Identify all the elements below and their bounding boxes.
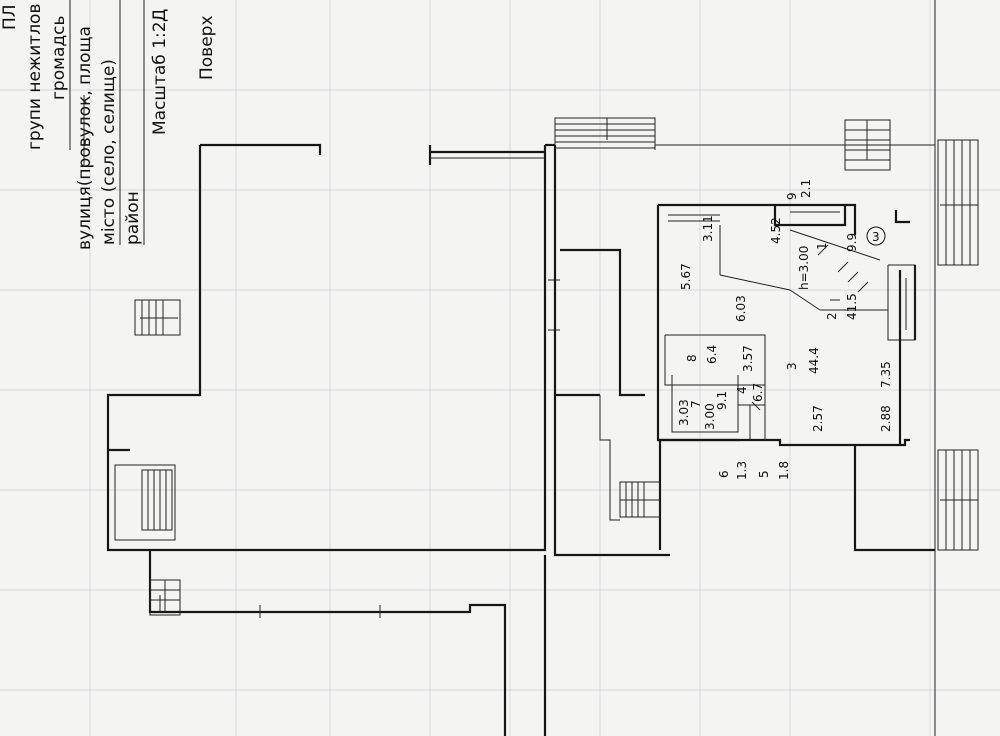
city-label: місто (село, селище) bbox=[99, 59, 119, 245]
floor-label: Поверх bbox=[197, 15, 217, 80]
district-value: Д bbox=[150, 9, 170, 22]
stairs bbox=[114, 117, 979, 616]
dim-label: 7.35 bbox=[879, 361, 893, 388]
street-label: вулиця(провулок, площа bbox=[75, 26, 95, 250]
room-number: 8 bbox=[685, 354, 699, 362]
room-labels: 1 9.9 2 41.5 3 44.4 4 6.7 5 1.8 6 1.3 7 … bbox=[685, 179, 859, 480]
height-label: h=3.00 bbox=[797, 246, 811, 290]
stair-top-right bbox=[844, 119, 891, 171]
district-label: район bbox=[123, 191, 143, 245]
building-walls bbox=[106, 0, 936, 736]
stair-left-top bbox=[134, 299, 181, 336]
stair-far-right-top bbox=[937, 139, 979, 266]
dim-label: 4.52 bbox=[769, 217, 783, 244]
dim-label: 2.88 bbox=[879, 405, 893, 432]
room-area: 2.1 bbox=[799, 179, 813, 198]
room-number: 4 bbox=[735, 386, 749, 394]
header-block: ПЛ групи нежитлов громадсь вулиця(провул… bbox=[0, 0, 217, 250]
stair-top-center bbox=[554, 117, 656, 149]
room-number: 7 bbox=[689, 400, 703, 408]
header-line3: громадсь bbox=[49, 16, 69, 101]
room-number: 1 bbox=[815, 242, 829, 250]
room-number: 5 bbox=[757, 470, 771, 478]
door-marks bbox=[751, 244, 869, 411]
room-area: 44.4 bbox=[807, 347, 821, 374]
section-marker: 3 bbox=[866, 210, 910, 246]
room-area: 1.8 bbox=[777, 461, 791, 480]
stair-left-bottom bbox=[149, 579, 181, 616]
dim-label: 3.03 bbox=[677, 399, 691, 426]
room-number: 2 bbox=[825, 312, 839, 320]
room-area: 6.7 bbox=[751, 383, 765, 402]
dim-label: 6.03 bbox=[734, 295, 748, 322]
stair-left-middle bbox=[114, 464, 176, 541]
room-area: 9.9 bbox=[845, 233, 859, 252]
stair-center-bottom bbox=[619, 481, 661, 518]
room-area: 6.4 bbox=[705, 345, 719, 364]
room-area: 1.3 bbox=[735, 461, 749, 480]
room-area: 41.5 bbox=[845, 293, 859, 320]
room-area: 9.1 bbox=[715, 391, 729, 410]
dim-label: 3.57 bbox=[741, 345, 755, 372]
scale-label: Масштаб 1:2 bbox=[150, 21, 170, 135]
header-line1: ПЛ bbox=[0, 4, 20, 30]
dim-label: 3.11 bbox=[701, 215, 715, 242]
header-line2: групи нежитлов bbox=[25, 4, 45, 150]
room-number: 9 bbox=[785, 192, 799, 200]
dim-label: 3.00 bbox=[703, 403, 717, 430]
stair-far-right-bottom bbox=[937, 449, 979, 551]
dimension-labels: 3.11 4.52 5.67 6.03 3.57 3.03 3.00 2.57 … bbox=[677, 215, 893, 432]
dim-label: 2.57 bbox=[811, 405, 825, 432]
room-number: 3 bbox=[785, 362, 799, 370]
section-marker-number: 3 bbox=[872, 230, 880, 244]
dim-label: 5.67 bbox=[679, 263, 693, 290]
room-number: 6 bbox=[717, 470, 731, 478]
